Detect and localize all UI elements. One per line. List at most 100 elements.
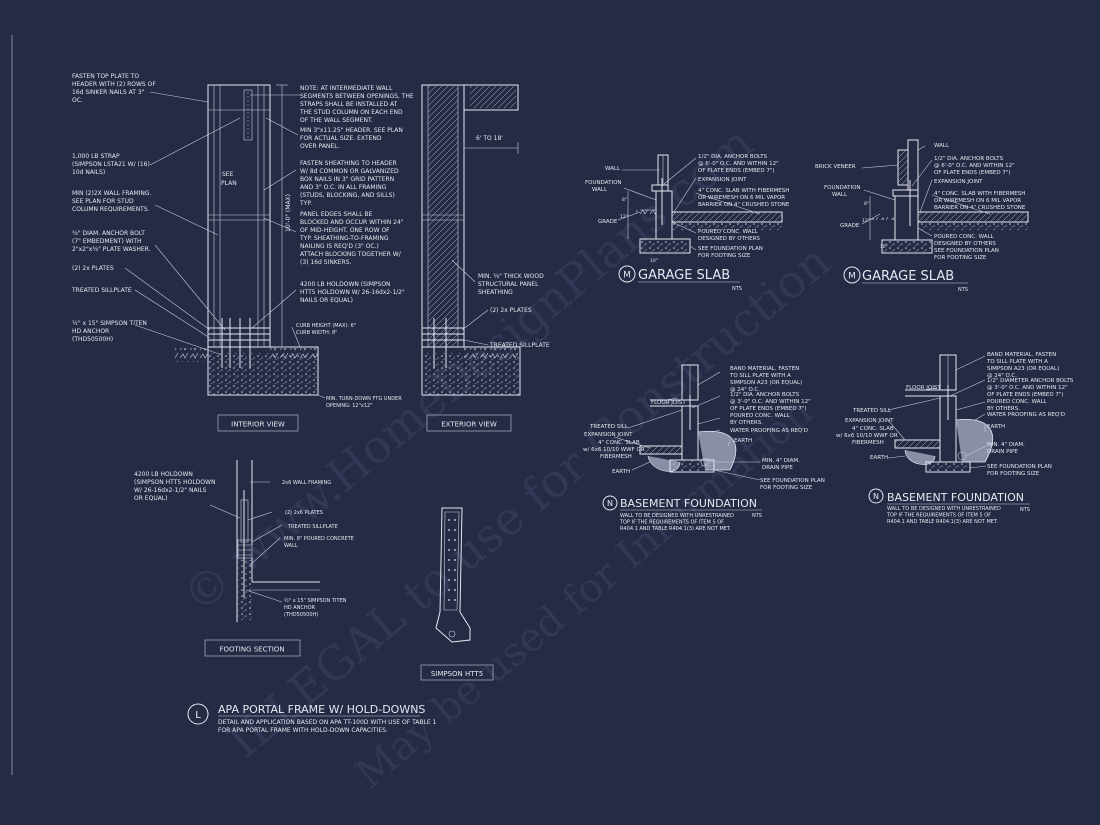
bf1-note: WALL TO BE DESIGNED WITH UNRESTRAINED TO…: [619, 513, 735, 532]
callout-note-intermediate: NOTE: AT INTERMEDIATE WALL SEGMENTS BETW…: [299, 85, 416, 124]
bf2-see-plan: SEE FOUNDATION PLAN FOR FOOTING SIZE: [987, 464, 1054, 477]
basement-1-title: N BASEMENT FOUNDATION NTS WALL TO BE DES…: [602, 495, 762, 532]
bf2-poured: POURED CONC. WALL BY OTHERS.: [987, 399, 1048, 412]
gs1-dim-8: 8": [622, 197, 627, 203]
gs2-symbol: M: [848, 272, 856, 282]
bf1-water: WATER PROOFING AS REQ'D: [730, 428, 808, 434]
bf2-drain: MIN. 4" DIAM. DRAIN PIPE: [987, 442, 1027, 455]
bf2-title: BASEMENT FOUNDATION: [887, 491, 1024, 504]
bf2-earth-right: EARTH: [987, 424, 1005, 430]
detail-symbol: L: [195, 710, 201, 721]
bf2-band: BAND MATERIAL. FASTEN TO SILL PLATE WITH…: [986, 352, 1061, 379]
bf2-slab: 4" CONC. SLAB w/ 6x6 10/10 WWF OR FIBERM…: [836, 426, 899, 446]
callout-ext-treated-sillplate: TREATED SILLPLATE: [489, 342, 550, 349]
bf2-anchor: 1/2" DIAMETER ANCHOR BOLTS @ 3'-0" O.C. …: [987, 378, 1075, 398]
callout-strap: 1,000 LB STRAP (SIMPSON LSTA21 W/ (16) 1…: [72, 153, 152, 176]
gs1-symbol: M: [623, 271, 631, 281]
gs2-expansion: EXPANSION JOINT: [934, 179, 983, 185]
gs1-wall: WALL: [605, 166, 621, 172]
bf2-earth-left: EARTH: [870, 455, 888, 461]
bf1-scale: NTS: [752, 513, 762, 519]
gs2-foundation-wall: FOUNDATION WALL: [824, 185, 862, 198]
footing-section-drawing: [209, 460, 320, 622]
garage-slab-2-title: M GARAGE SLAB NTS: [843, 266, 968, 293]
detail-L-title-block: L APA PORTAL FRAME W/ HOLD-DOWNS DETAIL …: [187, 703, 438, 734]
callout-fs-titen: ½" x 15" SIMPSON TITEN HD ANCHOR (THD505…: [284, 597, 348, 618]
bf2-note: WALL TO BE DESIGNED WITH UNRESTRAINED TO…: [886, 506, 1002, 525]
gs2-see-plan: SEE FOUNDATION PLAN FOR FOOTING SIZE: [934, 248, 1001, 261]
callout-titen-anchor: ½" x 15" SIMPSON TITEN HD ANCHOR (THD505…: [72, 320, 149, 343]
callout-ext-two-plates: (2) 2x PLATES: [490, 307, 532, 314]
callout-wood-sheathing: MIN. ⅜" THICK WOOD STRUCTURAL PANEL SHEA…: [478, 273, 546, 296]
interior-view-callouts: FASTEN TOP PLATE TO HEADER WITH (2) ROWS…: [71, 73, 416, 409]
gs2-dim-8: 8": [864, 201, 869, 207]
footing-section-callouts: 4200 LB HOLDOWN (SIMPSON HTT5 HOLDOWN W/…: [134, 471, 356, 618]
callout-panel-edges: PANEL EDGES SHALL BE BLOCKED AND OCCUR W…: [299, 211, 405, 266]
gs1-slab: 4" CONC. SLAB WITH FIBERMESH OR WIREMESH…: [698, 188, 791, 208]
bf1-expansion: EXPANSION JOINT: [584, 432, 633, 438]
basement-1-drawing: [613, 364, 761, 481]
bf1-title: BASEMENT FOUNDATION: [620, 497, 757, 510]
callout-curb: CURB HEIGHT (MAX): 6" CURB WIDTH: 8": [296, 323, 358, 336]
bf2-scale: NTS: [1020, 507, 1030, 513]
bf1-anchor: 1/2" DIA. ANCHOR BOLTS @ 3'-0" O.C. AND …: [730, 392, 812, 412]
callout-fs-concrete: MIN. 8" POURED CONCRETE WALL: [284, 536, 356, 549]
bf1-earth-left: EARTH: [612, 469, 630, 475]
gs1-dim-10: 10": [650, 258, 658, 264]
callout-anchor-bolt: ⅝" DIAM. ANCHOR BOLT (7" EMBEDMENT) WITH…: [72, 230, 151, 253]
dimension-6-to-18: 6' TO 18': [476, 135, 503, 142]
bf1-band: BAND MATERIAL. FASTEN TO SILL PLATE WITH…: [729, 366, 804, 393]
gs1-expansion: EXPANSION JOINT: [698, 177, 747, 183]
basement-2-callouts: BAND MATERIAL. FASTEN TO SILL PLATE WITH…: [836, 352, 1075, 477]
gs1-dim-12: 12": [620, 214, 628, 220]
detail-symbol-circle: [187, 703, 209, 725]
gs1-anchor: 1/2" DIA. ANCHOR BOLTS @ 6'-0" O.C. AND …: [698, 154, 780, 174]
label-exterior-view: EXTERIOR VIEW: [441, 421, 497, 429]
gs1-grade: GRADE: [598, 219, 618, 225]
gs2-wall: WALL: [934, 143, 950, 149]
gs2-grade: GRADE: [840, 223, 860, 229]
callout-treated-sillplate: TREATED SILLPLATE: [71, 287, 132, 294]
label-interior-view: INTERIOR VIEW: [231, 421, 285, 429]
label-simpson-htt5: SIMPSON HTT5: [431, 670, 483, 678]
callout-min-framing: MIN (2)2X WALL FRAMING. SEE PLAN FOR STU…: [72, 190, 153, 213]
garage-slab-2-drawing: [861, 139, 1029, 254]
gs1-poured: POURED CONC. WALL DESIGNED BY OTHERS: [698, 229, 760, 242]
garage-slab-2-callouts: WALL BRICK VENEER FOUNDATION WALL GRADE …: [815, 143, 1027, 261]
callout-fs-holdown: 4200 LB HOLDOWN (SIMPSON HTT5 HOLDOWN W/…: [134, 471, 217, 502]
gs1-scale: NTS: [732, 286, 742, 292]
gs2-dim-10: 10": [880, 244, 888, 250]
gs1-title: GARAGE SLAB: [638, 268, 730, 283]
basement-2-drawing: [887, 354, 994, 473]
basement-2-title: N BASEMENT FOUNDATION NTS WALL TO BE DES…: [868, 488, 1030, 525]
garage-slab-1-title: M GARAGE SLAB NTS: [618, 265, 742, 292]
gs2-slab: 4" CONC. SLAB WITH FIBERMESH OR WIREMESH…: [934, 191, 1027, 211]
bf1-symbol: N: [607, 499, 613, 508]
bf1-poured: POURED CONC. WALL BY OTHERS.: [730, 413, 791, 426]
callout-turn-down: MIN. TURN-DOWN FTG UNDER OPENING: 12"x12…: [326, 396, 403, 409]
exterior-view-drawing: [421, 84, 521, 396]
bf2-expansion: EXPANSION JOINT: [845, 418, 894, 424]
callout-holdown: 4200 LB HOLDOWN (SIMPSON HTT5 HOLDOWN W/…: [300, 281, 407, 304]
bf1-floor-joist: FLOOR JOIST: [651, 400, 686, 406]
callout-fasten-sheathing: FASTEN SHEATHING TO HEADER W/ 8d COMMON …: [299, 160, 401, 207]
bf1-treated-sill: TREATED SILL: [589, 424, 629, 430]
bf2-water: WATER PROOFING AS REQ'D: [987, 412, 1065, 418]
callout-header: MIN 3"x11.25" HEADER. SEE PLAN FOR ACTUA…: [300, 127, 405, 150]
callout-fs-plates: (2) 2x6 PLATES: [285, 510, 323, 516]
gs1-see-plan: SEE FOUNDATION PLAN FOR FOOTING SIZE: [698, 246, 765, 259]
gs2-brick: BRICK VENEER: [815, 164, 856, 170]
callout-two-plates: (2) 2x PLATES: [72, 265, 114, 272]
callout-fs-framing: 2x6 WALL FRAMING: [282, 480, 331, 486]
bf2-floor-joist: FLOOR JOIST: [906, 385, 941, 391]
gs2-anchor: 1/2" DIA. ANCHOR BOLTS @ 6'-0" O.C. AND …: [934, 156, 1016, 176]
garage-slab-1-callouts: WALL FOUNDATION WALL GRADE 1/2" DIA. ANC…: [585, 154, 791, 264]
callout-see-plan: SEE PLAN: [221, 171, 237, 187]
gs2-scale: NTS: [958, 287, 968, 293]
basement-1-callouts: BAND MATERIAL. FASTEN TO SILL PLATE WITH…: [583, 366, 825, 491]
exterior-view-callouts: 6' TO 18' MIN. ⅜" THICK WOOD STRUCTURAL …: [476, 135, 550, 349]
callout-fs-sill: TREATED SILLPLATE: [287, 524, 338, 530]
bf2-treated-sill: TREATED SILL: [852, 408, 892, 414]
detail-description: DETAIL AND APPLICATION BASED ON APA TT-1…: [218, 719, 438, 734]
gs2-dim-12: 12": [862, 218, 870, 224]
